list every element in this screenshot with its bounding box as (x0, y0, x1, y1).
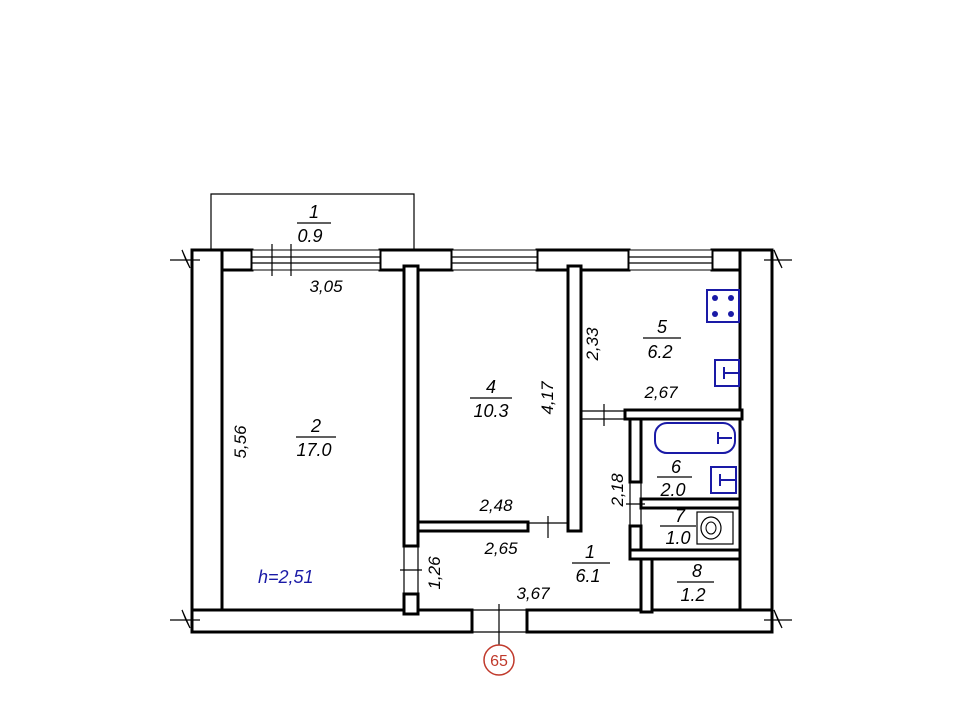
wall-room4-bottom (416, 520, 530, 533)
room-label-1: 1 6.1 (572, 542, 610, 586)
toilet-icon (696, 511, 734, 545)
wall-room5-bottom (623, 408, 744, 421)
room-number: 5 (657, 317, 668, 337)
window-balcony-door (251, 244, 381, 276)
wall-room2-room4 (402, 264, 420, 548)
dim-room5-width: 2,67 (643, 383, 678, 402)
room-number: 2 (310, 416, 321, 436)
dim-room6-length: 2,18 (608, 473, 627, 508)
room-number: 8 (692, 561, 702, 581)
dim-corridor-width: 2,65 (483, 539, 518, 558)
room-area: 2.0 (659, 480, 685, 500)
ceiling-height: h=2,51 (258, 567, 314, 587)
room-label-7: 7 1.0 (660, 506, 696, 548)
wall-top-pier-2 (535, 248, 631, 272)
room-area: 6.1 (575, 566, 600, 586)
door-marks (400, 404, 645, 650)
room-number: 1 (309, 202, 319, 222)
stove-icon (706, 289, 740, 323)
room-area: 10.3 (473, 401, 508, 421)
room-number: 7 (675, 506, 686, 526)
apartment-stamp: 65 (483, 644, 515, 676)
wall-room4-room5 (566, 264, 583, 533)
room-area: 6.2 (647, 342, 672, 362)
kitchen-sink-icon (714, 359, 740, 387)
balcony-outline (210, 193, 415, 250)
break-line-left-top (170, 249, 200, 269)
room-number: 4 (486, 377, 496, 397)
room-area: 1.2 (680, 585, 705, 605)
bathtub-icon (654, 422, 736, 454)
dim-room4-length: 4,17 (538, 381, 557, 415)
wall-bath-wc (639, 497, 742, 510)
room-label-8: 8 1.2 (677, 561, 714, 605)
dim-room4-width: 2,48 (478, 496, 513, 515)
break-line-right-bottom (764, 609, 792, 629)
wall-bath-left (628, 417, 643, 484)
dim-room2-length: 5,56 (231, 425, 250, 459)
wall-left (190, 248, 224, 634)
room-label-6: 6 2.0 (657, 457, 692, 500)
room-number: 1 (585, 542, 595, 562)
stamp-number: 65 (490, 653, 508, 670)
dim-room5-length: 2,33 (583, 327, 602, 362)
window-kitchen (628, 249, 713, 271)
dim-corridor-length: 3,67 (516, 584, 550, 603)
wall-wc-closet (628, 548, 742, 561)
bathroom-sink-icon (710, 466, 737, 494)
room-area: 17.0 (296, 440, 331, 460)
wall-closet-left (639, 557, 654, 614)
break-line-left-bottom (170, 609, 200, 629)
room-label-5: 5 6.2 (643, 317, 681, 362)
dim-corridor-depth: 1,26 (425, 556, 444, 590)
dim-room2-width: 3,05 (309, 277, 343, 296)
room-label-3: 1 0.9 (297, 202, 331, 246)
room-number: 6 (671, 457, 682, 477)
room-area: 1.0 (665, 528, 690, 548)
window-room4 (451, 249, 538, 271)
wall-right (738, 248, 774, 634)
break-line-right-top (764, 249, 792, 269)
room-area: 0.9 (297, 226, 322, 246)
room-label-4: 4 10.3 (470, 377, 512, 421)
wall-bottom-left (190, 608, 474, 634)
wall-room2-room4-low (402, 592, 420, 616)
room-label-2: 2 17.0 (296, 416, 336, 460)
